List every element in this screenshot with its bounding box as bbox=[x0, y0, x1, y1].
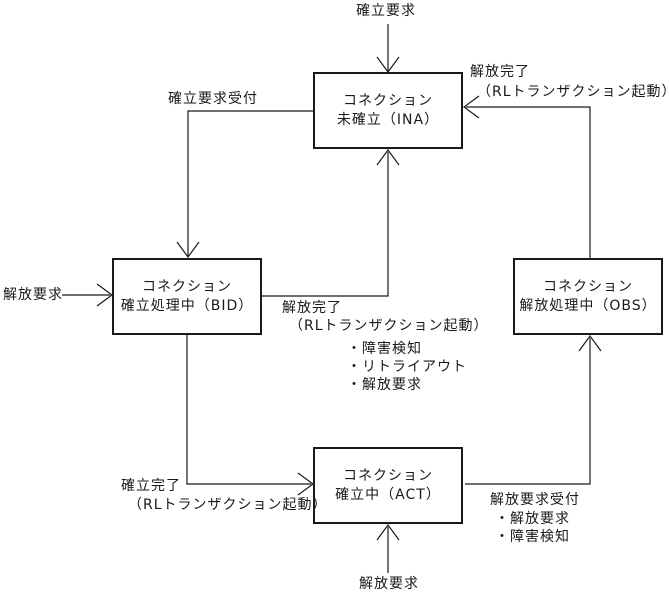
arrow-release-complete-mid bbox=[262, 148, 400, 297]
arrow-release-request-bottom bbox=[376, 523, 400, 573]
state-box-bid: コネクション 確立処理中（BID） bbox=[112, 258, 262, 335]
arrow-line bbox=[187, 110, 313, 256]
arrow-establish-request bbox=[376, 24, 400, 74]
label-release-complete-top-line2: （RLトランザクション起動） bbox=[477, 84, 669, 100]
arrowhead-down-icon bbox=[176, 241, 200, 259]
arrowhead-left-icon bbox=[462, 95, 480, 119]
arrow-establish-request-accepted bbox=[176, 110, 313, 259]
arrow-release-request-accepted bbox=[465, 334, 602, 485]
label-establish-complete-line1: 確立完了 bbox=[121, 478, 181, 494]
arrowhead-up-icon bbox=[578, 334, 602, 352]
label-establish-request-accepted: 確立要求受付 bbox=[168, 91, 258, 107]
state-ina-line2: 未確立（INA） bbox=[336, 111, 440, 128]
label-accept-bullet-fault-detect: ・障害検知 bbox=[495, 529, 570, 545]
state-box-ina: コネクション 未確立（INA） bbox=[313, 72, 463, 149]
arrow-line bbox=[186, 335, 311, 485]
label-release-request-accepted: 解放要求受付 bbox=[490, 492, 580, 508]
state-bid-line1: コネクション bbox=[142, 278, 232, 295]
arrow-line bbox=[465, 338, 591, 485]
label-accept-bullet-release-request: ・解放要求 bbox=[495, 511, 570, 527]
state-act-line2: 確立中（ACT） bbox=[335, 486, 441, 503]
state-act-line1: コネクション bbox=[343, 467, 433, 484]
arrowhead-up-icon bbox=[376, 148, 400, 166]
label-mid-bullet-retry-out: ・リトライアウト bbox=[347, 359, 467, 375]
label-release-request-bottom: 解放要求 bbox=[359, 576, 419, 592]
arrow-line bbox=[466, 106, 591, 258]
label-establish-request-top: 確立要求 bbox=[356, 3, 416, 19]
arrow-release-complete-top bbox=[462, 95, 591, 258]
label-release-complete-top-line1: 解放完了 bbox=[470, 64, 530, 80]
arrow-establish-complete bbox=[186, 335, 315, 496]
state-ina-line1: コネクション bbox=[343, 92, 433, 109]
state-obs-line1: コネクション bbox=[543, 278, 633, 295]
state-obs-line2: 解放処理中（OBS） bbox=[519, 297, 657, 314]
label-release-request-left: 解放要求 bbox=[3, 287, 63, 303]
label-release-complete-mid-line2: （RLトランザクション起動） bbox=[289, 318, 489, 334]
state-bid-line2: 確立処理中（BID） bbox=[120, 297, 254, 314]
state-box-obs: コネクション 解放処理中（OBS） bbox=[513, 258, 663, 335]
label-mid-bullet-release-request: ・解放要求 bbox=[347, 377, 422, 393]
label-release-complete-mid-line1: 解放完了 bbox=[282, 300, 342, 316]
label-establish-complete-line2: （RLトランザクション起動） bbox=[128, 497, 328, 513]
label-mid-bullet-fault-detect: ・障害検知 bbox=[347, 341, 422, 357]
state-box-act: コネクション 確立中（ACT） bbox=[313, 447, 463, 524]
arrowhead-up-icon bbox=[376, 523, 400, 541]
arrow-release-request-left bbox=[62, 283, 114, 307]
arrow-line bbox=[262, 152, 389, 297]
